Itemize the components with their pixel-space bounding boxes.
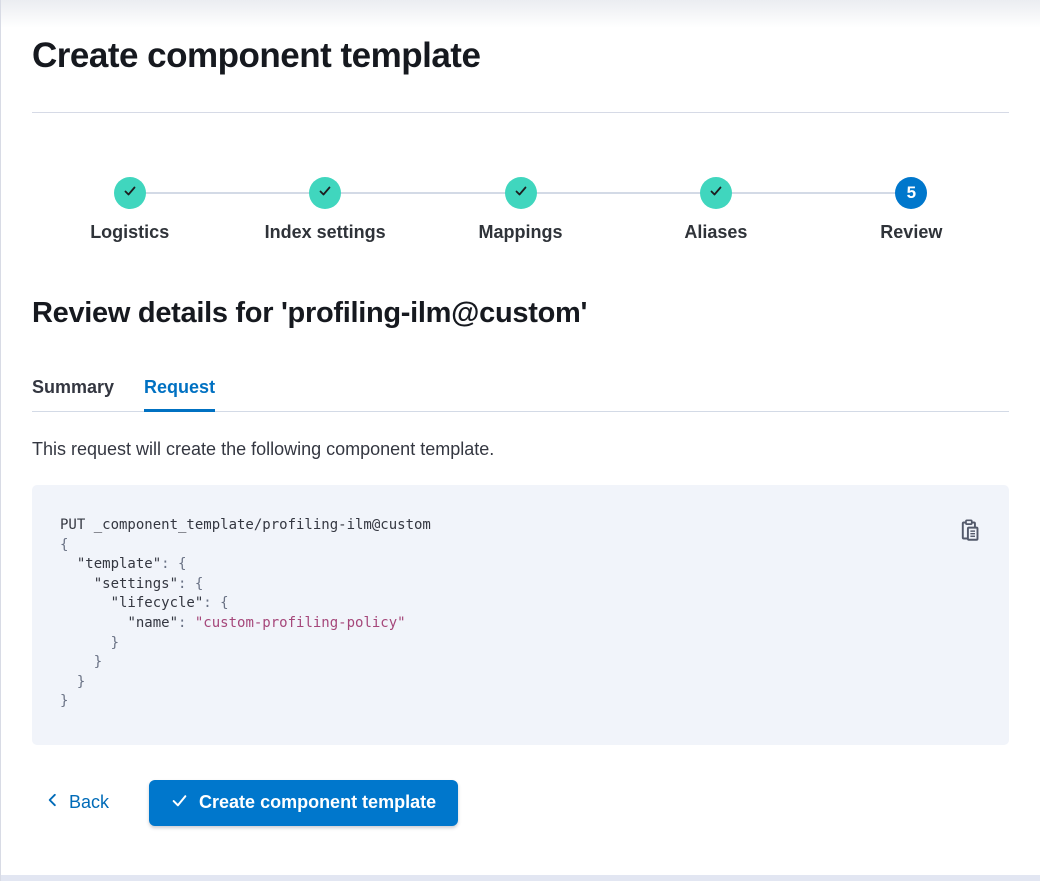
check-icon xyxy=(171,792,188,814)
wizard-footer: Back Create component template xyxy=(32,779,1009,826)
create-component-template-button-label: Create component template xyxy=(199,792,437,813)
step-logistics[interactable]: Logistics xyxy=(32,177,227,243)
wizard-stepper: Logistics Index settings Mappings xyxy=(32,177,1009,243)
step-index-settings-circle[interactable] xyxy=(309,177,342,209)
back-button[interactable]: Back xyxy=(45,792,109,813)
page-title: Create component template xyxy=(32,36,481,75)
step-review-label: Review xyxy=(880,222,943,242)
request-description: This request will create the following c… xyxy=(32,439,495,459)
check-icon xyxy=(122,183,138,204)
back-button-label: Back xyxy=(69,792,110,813)
step-index-settings[interactable]: Index settings xyxy=(227,177,422,243)
copy-clipboard-icon[interactable] xyxy=(958,518,980,542)
check-icon xyxy=(513,183,529,204)
step-aliases-label: Aliases xyxy=(684,222,748,242)
code-content: PUT _component_template/profiling-ilm@cu… xyxy=(60,517,431,710)
step-aliases[interactable]: Aliases xyxy=(618,177,813,243)
step-mappings-label: Mappings xyxy=(478,222,563,242)
tab-summary[interactable]: Summary xyxy=(32,377,115,397)
chevron-left-icon xyxy=(45,792,60,813)
step-review[interactable]: 5 Review xyxy=(814,177,1009,243)
step-logistics-circle[interactable] xyxy=(113,177,146,209)
create-component-template-button[interactable]: Create component template xyxy=(149,779,459,826)
step-logistics-label: Logistics xyxy=(90,222,170,242)
step-aliases-circle[interactable] xyxy=(699,177,732,209)
step-mappings[interactable]: Mappings xyxy=(423,177,618,243)
tab-request[interactable]: Request xyxy=(144,377,216,412)
step-number: 5 xyxy=(906,183,917,202)
request-code-block: PUT _component_template/profiling-ilm@cu… xyxy=(32,485,1009,745)
title-divider xyxy=(32,112,1009,113)
review-tabs: Summary Request xyxy=(32,377,1009,412)
check-icon xyxy=(317,183,333,204)
step-review-circle[interactable]: 5 xyxy=(895,177,928,209)
step-index-settings-label: Index settings xyxy=(264,222,386,242)
check-icon xyxy=(708,183,724,204)
step-mappings-circle[interactable] xyxy=(504,177,537,209)
page-bottom-strip xyxy=(1,875,1040,881)
review-heading: Review details for 'profiling-ilm@custom… xyxy=(32,297,588,329)
